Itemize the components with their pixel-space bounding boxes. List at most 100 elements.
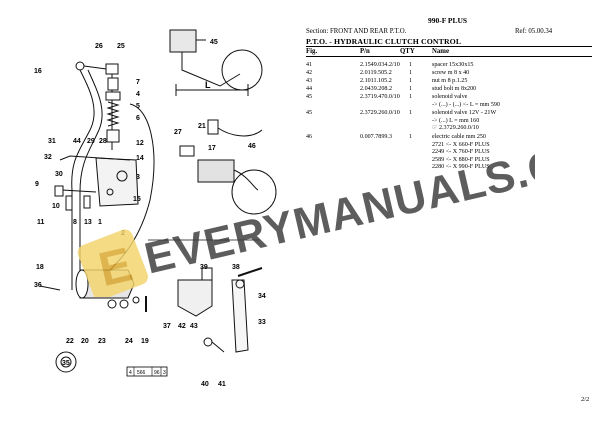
col-header-pn: P/n (360, 48, 370, 55)
callout: 21 (198, 123, 206, 130)
part-21 (207, 119, 219, 135)
valve-port (116, 170, 128, 182)
stud-31 (59, 155, 131, 161)
callout: 4 (136, 91, 140, 98)
cell-qty: 1 (409, 86, 413, 92)
callout: 43 (190, 323, 198, 330)
part-25-fitting (105, 63, 119, 75)
stud-9 (61, 189, 97, 193)
callout: 19 (141, 338, 149, 345)
page-title: P.T.O. - HYDRAULIC CLUTCH CONTROL (306, 36, 462, 46)
reference-number: Ref: 05.00.34 (515, 28, 553, 35)
cell-fig: 44 (306, 86, 313, 92)
cell-name: nut m 8 p.1.25 (432, 78, 468, 84)
part-36-pin (39, 285, 61, 291)
cell-qty: 1 (409, 70, 413, 76)
callout: 26 (95, 43, 103, 50)
bracket-37 (177, 279, 213, 317)
callout: 32 (44, 154, 52, 161)
dimension-L (175, 84, 249, 96)
cable-46 (217, 127, 263, 137)
part-41 (211, 341, 225, 353)
detail-circle-bottom (231, 169, 277, 215)
callout: 12 (136, 140, 144, 147)
cell-pn: 0.007.7899.3 (360, 134, 392, 140)
callout: 16 (34, 68, 42, 75)
cell-pn: 2.0439.208.2 (360, 86, 392, 92)
cell-fig: 46 (306, 134, 313, 140)
diagram-canvas: 26 25 45 16 7 4 5 6 12 14 3 2 31 32 44 2… (34, 29, 277, 388)
callout: 5 (136, 103, 140, 110)
part-20 (107, 299, 117, 309)
ref-box-cell: 566 (137, 370, 146, 376)
cell-pn: 2.3729.260.0/10 (360, 110, 400, 116)
exploded-parts-diagram: 26 25 45 16 7 4 5 6 12 14 3 2 31 32 44 2… (0, 0, 300, 432)
part-35-disc (55, 351, 77, 373)
cell-fig: 45 (306, 110, 313, 116)
cell-pn: 2.1011.105.2 (360, 78, 392, 84)
callout: 40 (201, 381, 209, 388)
callout: 30 (55, 171, 63, 178)
part-40 (203, 337, 213, 347)
model-title: 990-F PLUS (428, 16, 468, 25)
cell-pn: 2.3719.470.0/10 (360, 94, 400, 100)
cell-name: 2721 <- X 660-F PLUS (432, 141, 490, 148)
ref-box-cell: 4 (129, 370, 132, 376)
callout: 28 (99, 138, 107, 145)
callout: 20 (81, 338, 89, 345)
callout: 41 (218, 381, 226, 388)
callout: 10 (52, 203, 60, 210)
callout: 34 (258, 293, 266, 300)
callout: 27 (174, 129, 182, 136)
cell-fig: 42 (306, 70, 313, 76)
part-11 (65, 195, 73, 211)
callout: L (205, 80, 211, 90)
callout: 31 (48, 138, 56, 145)
callout: 6 (136, 115, 140, 122)
callout: 13 (84, 219, 92, 226)
cell-name: electric cable mm 250 (432, 134, 486, 140)
pipe-16-outer (79, 69, 103, 290)
cell-name: 2280 <- X 990-F PLUS (432, 164, 490, 171)
cell-pn: 2.1549.034.2/10 (360, 62, 400, 68)
callout: 3 (136, 174, 140, 181)
callout: 2 (121, 230, 125, 237)
part-12-sleeve (106, 129, 120, 143)
cell-qty: 1 (409, 94, 413, 100)
cell-name: -> (...) - (...) <- L = mm 590 (432, 101, 500, 108)
part-8 (83, 195, 91, 209)
part-34-pin (237, 267, 263, 277)
part-24 (132, 296, 140, 304)
callout: 38 (232, 264, 240, 271)
ref-box-cell: 96 (154, 370, 160, 376)
cell-qty: 1 (409, 110, 413, 116)
part-10 (54, 185, 64, 197)
lever-33 (231, 279, 249, 353)
callout: 14 (136, 155, 144, 162)
col-header-qty: QTY (400, 48, 415, 55)
part-6-spring (106, 101, 120, 127)
callout: 29 (87, 138, 95, 145)
callout: 9 (35, 181, 39, 188)
part-7-cap (107, 77, 119, 91)
callout: 8 (73, 219, 77, 226)
part-38 (235, 279, 245, 289)
part-17-solenoid (197, 159, 235, 183)
part-23 (119, 299, 129, 309)
callout: 24 (125, 338, 133, 345)
cell-pn: 2.0119.505.2 (360, 70, 392, 76)
callout: 35 (62, 360, 70, 367)
cell-name: 2589 <- X 880-F PLUS (432, 156, 490, 163)
callout: 46 (248, 143, 256, 150)
cell-name: -> (...) L = mm 160 (432, 117, 480, 124)
solenoid-cable (181, 39, 241, 87)
col-header-fig: Fig. (306, 48, 318, 55)
cell-name: spacer 15x30x15 (432, 62, 474, 68)
callout: 42 (178, 323, 186, 330)
col-header-name: Name (432, 48, 449, 55)
callout: 25 (117, 43, 125, 50)
callout: 45 (210, 39, 218, 46)
figure-ref-box: 4 566 96 3 (126, 366, 168, 377)
callout: 1 (98, 219, 102, 226)
part-39 (201, 267, 213, 281)
